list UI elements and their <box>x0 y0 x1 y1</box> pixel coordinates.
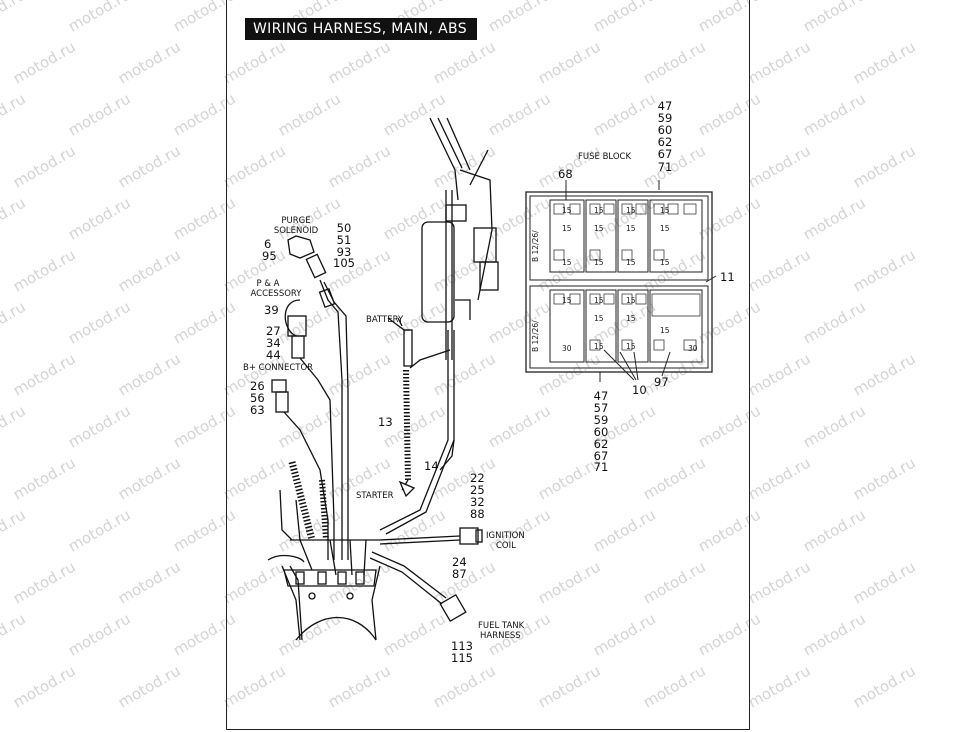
callout: 24 <box>452 555 467 569</box>
callout: 47 <box>658 99 673 113</box>
callout: 44 <box>266 348 281 362</box>
svg-text:15: 15 <box>594 258 604 267</box>
callout: 68 <box>558 167 573 181</box>
callout: 59 <box>658 111 673 125</box>
diagram-frame <box>226 0 750 730</box>
callout-numbers: 6 95 50 51 93 105 39 27 34 44 26 56 63 1… <box>250 99 735 665</box>
callout: 88 <box>470 507 485 521</box>
fuse-block <box>525 180 717 382</box>
svg-text:B 12/26/: B 12/26/ <box>531 320 540 352</box>
callout: 87 <box>452 567 467 581</box>
fuse-block-label: FUSE BLOCK <box>578 152 631 162</box>
battery-label: BATTERY <box>366 315 404 325</box>
svg-text:15: 15 <box>562 258 572 267</box>
starter-label: STARTER <box>356 491 394 501</box>
svg-text:15: 15 <box>594 206 604 215</box>
svg-text:15: 15 <box>626 296 636 305</box>
callout: 57 <box>594 401 609 415</box>
callout: 6 <box>264 237 271 251</box>
svg-text:15: 15 <box>626 314 636 323</box>
fuse-block-text: 15 15 15 15 15 15 15 15 15 15 15 15 15 1… <box>531 206 698 353</box>
callout: 51 <box>337 233 352 247</box>
callout: 59 <box>594 413 609 427</box>
callout: 97 <box>654 375 669 389</box>
svg-text:15: 15 <box>626 224 636 233</box>
svg-text:30: 30 <box>688 344 698 353</box>
purge-solenoid-label: PURGE <box>281 216 310 226</box>
svg-text:15: 15 <box>660 326 670 335</box>
svg-text:15: 15 <box>594 296 604 305</box>
callout: 95 <box>262 249 277 263</box>
svg-text:15: 15 <box>660 258 670 267</box>
component-labels: PURGE SOLENOID P & A ACCESSORY B+ CONNEC… <box>243 152 631 641</box>
callout: 13 <box>378 415 393 429</box>
callout: 32 <box>470 495 485 509</box>
svg-text:15: 15 <box>626 342 636 351</box>
purge-solenoid-label-2: SOLENOID <box>274 226 319 236</box>
callout: 11 <box>720 270 735 284</box>
callout: 26 <box>250 379 265 393</box>
pa-accessory-label: P & A <box>257 279 280 289</box>
callout: 14 <box>424 459 439 473</box>
fuel-tank-harness-label: FUEL TANK <box>478 621 525 631</box>
callout: 56 <box>250 391 265 405</box>
svg-text:15: 15 <box>594 224 604 233</box>
svg-text:15: 15 <box>594 342 604 351</box>
callout: 113 <box>451 639 473 653</box>
svg-text:15: 15 <box>562 206 572 215</box>
callout: 67 <box>658 147 673 161</box>
callout: 71 <box>658 160 673 174</box>
svg-text:15: 15 <box>562 224 572 233</box>
callout: 105 <box>333 256 355 270</box>
page-title: WIRING HARNESS, MAIN, ABS <box>245 18 477 40</box>
svg-text:15: 15 <box>562 296 572 305</box>
callout: 22 <box>470 471 485 485</box>
b-plus-connector-label: B+ CONNECTOR <box>243 363 313 373</box>
svg-text:30: 30 <box>562 344 572 353</box>
svg-text:15: 15 <box>626 258 636 267</box>
callout: 62 <box>594 437 609 451</box>
main-harness <box>267 117 499 641</box>
callout: 10 <box>632 383 647 397</box>
fuel-tank-harness-label-2: HARNESS <box>480 631 521 641</box>
svg-text:15: 15 <box>660 206 670 215</box>
callout: 71 <box>594 460 609 474</box>
callout: 62 <box>658 135 673 149</box>
callout: 47 <box>594 389 609 403</box>
callout: 60 <box>658 123 673 137</box>
callout: 27 <box>266 324 281 338</box>
svg-text:15: 15 <box>626 206 636 215</box>
callout: 67 <box>594 449 609 463</box>
callout: 34 <box>266 336 281 350</box>
callout: 63 <box>250 403 265 417</box>
callout: 50 <box>337 221 352 235</box>
callout: 25 <box>470 483 485 497</box>
callout: 115 <box>451 651 473 665</box>
ignition-coil-label-2: COIL <box>496 541 516 551</box>
ignition-coil-label: IGNITION <box>486 531 525 541</box>
svg-text:15: 15 <box>660 224 670 233</box>
callout: 93 <box>337 245 352 259</box>
svg-text:15: 15 <box>594 314 604 323</box>
svg-text:B 12/26/: B 12/26/ <box>531 230 540 262</box>
callout: 60 <box>594 425 609 439</box>
callout: 39 <box>264 303 279 317</box>
pa-accessory-label-2: ACCESSORY <box>251 289 303 299</box>
